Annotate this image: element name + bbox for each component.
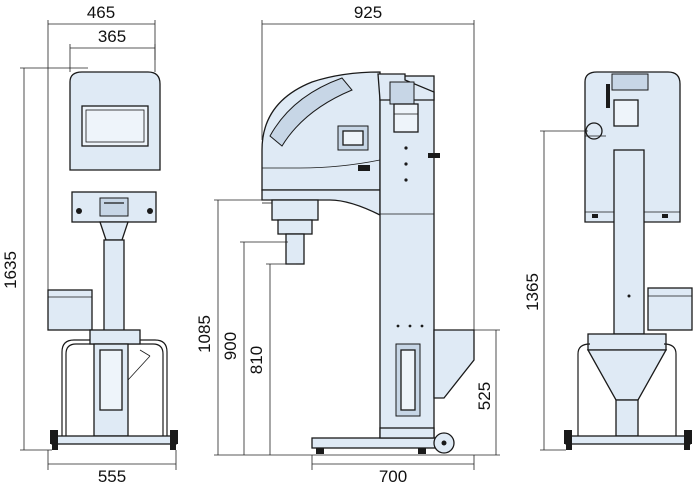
rear-dimension-lines — [540, 130, 588, 451]
dim-rear-height: 1365 — [523, 273, 542, 311]
side-dimension-lines — [214, 20, 500, 470]
rear-view — [564, 71, 693, 450]
dim-side-base-length: 700 — [379, 467, 407, 486]
dim-front-total-width: 465 — [87, 3, 115, 22]
dim-front-upper-width: 365 — [98, 27, 126, 46]
dim-side-total-width: 925 — [354, 3, 382, 22]
dim-side-height-1085: 1085 — [195, 315, 214, 353]
front-dimension-lines — [20, 20, 177, 470]
side-view — [261, 71, 475, 454]
dim-side-height-810: 810 — [247, 346, 266, 374]
dim-front-total-height: 1635 — [1, 251, 20, 289]
front-view — [47, 71, 178, 450]
dim-side-height-900: 900 — [221, 332, 240, 360]
dim-side-height-525: 525 — [475, 382, 494, 410]
dim-front-base-width: 555 — [98, 467, 126, 486]
